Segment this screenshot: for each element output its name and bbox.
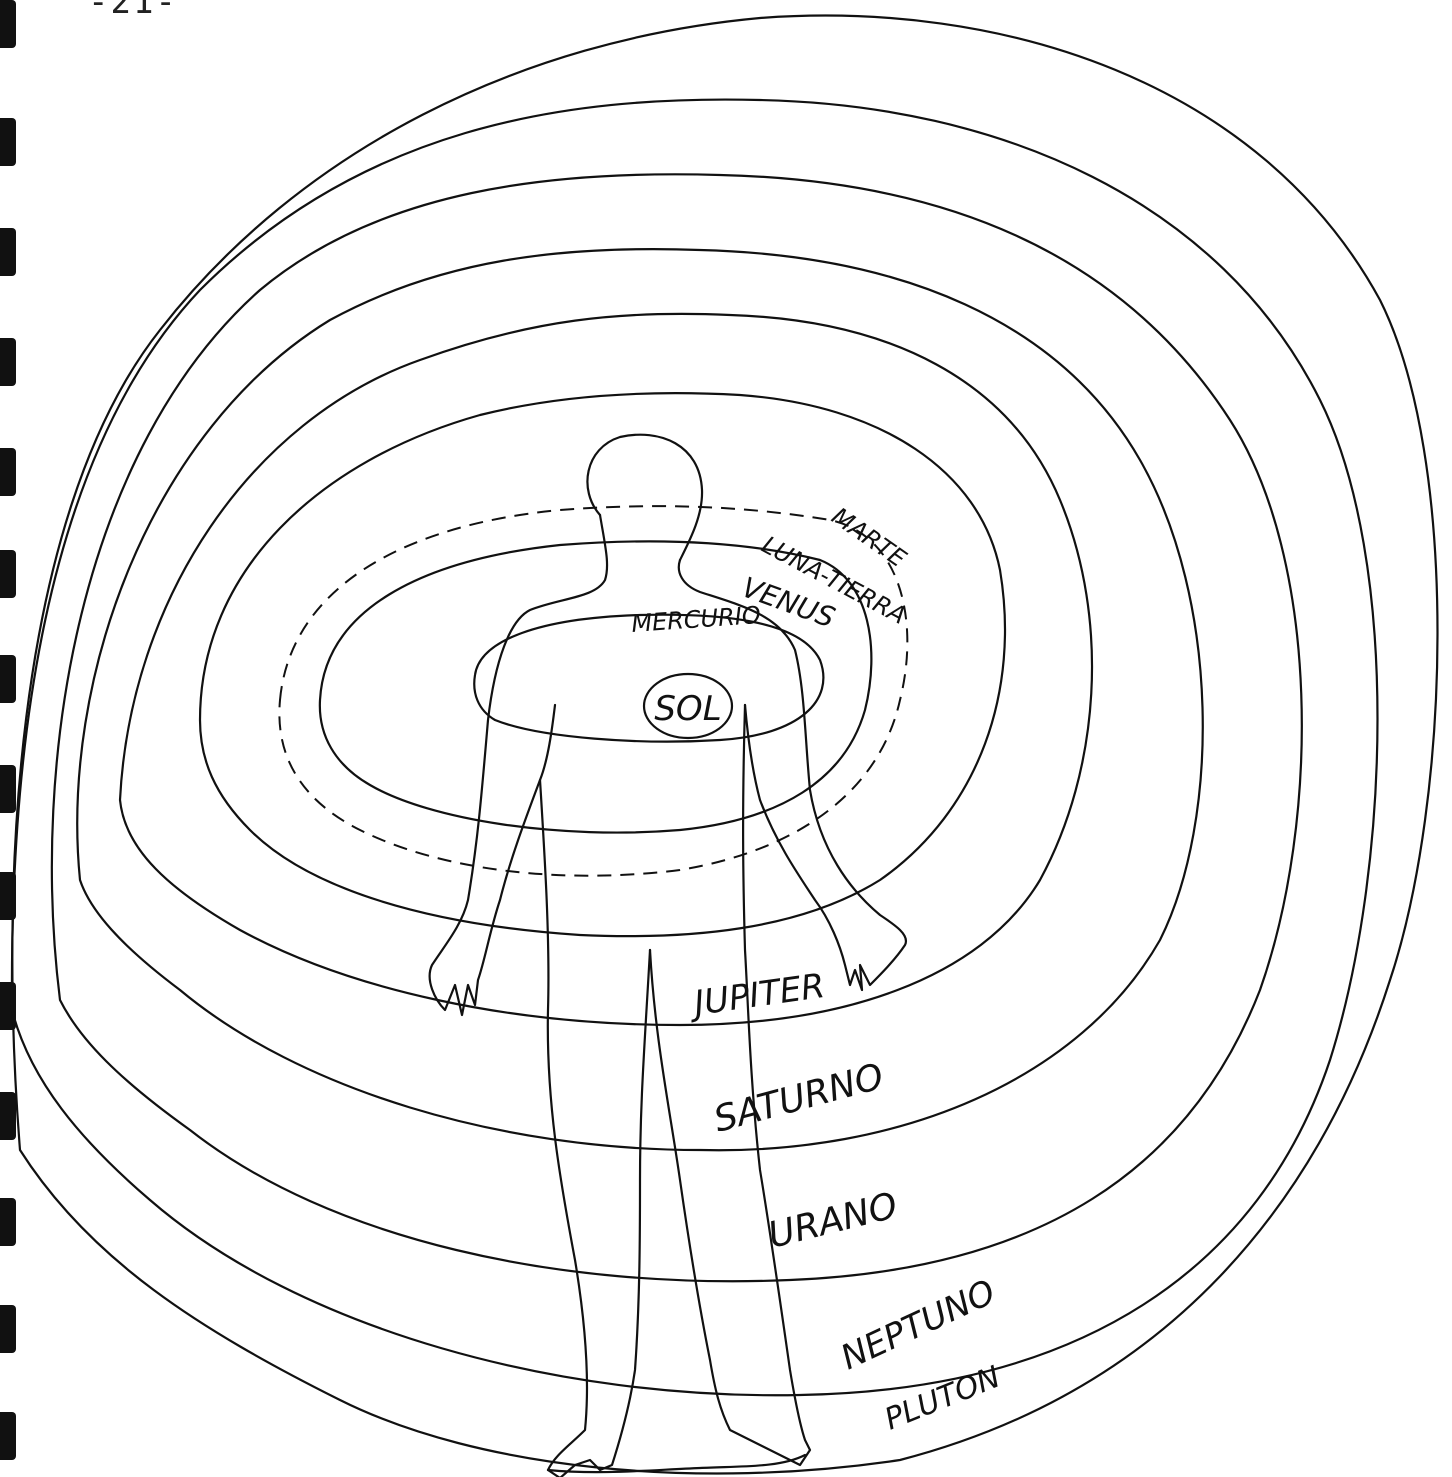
label-mercurio: MERCURIO bbox=[630, 601, 761, 638]
label-marte: MARTE bbox=[827, 502, 912, 573]
orbit-marte bbox=[200, 393, 1005, 936]
figure-left-side bbox=[430, 515, 607, 1015]
figure-left-leg bbox=[540, 780, 650, 1477]
label-urano: URANO bbox=[764, 1185, 901, 1257]
label-saturno: SATURNO bbox=[710, 1056, 888, 1141]
orbit-jupiter bbox=[120, 314, 1092, 1025]
label-neptuno: NEPTUNO bbox=[835, 1272, 1002, 1378]
figure-feet bbox=[548, 1455, 805, 1472]
label-sol: SOL bbox=[654, 689, 721, 729]
label-jupiter: JUPITER bbox=[686, 966, 828, 1025]
label-pluton: PLUTON bbox=[880, 1360, 1005, 1438]
orbit-neptuno bbox=[12, 100, 1378, 1396]
orbit-saturno bbox=[77, 249, 1203, 1150]
